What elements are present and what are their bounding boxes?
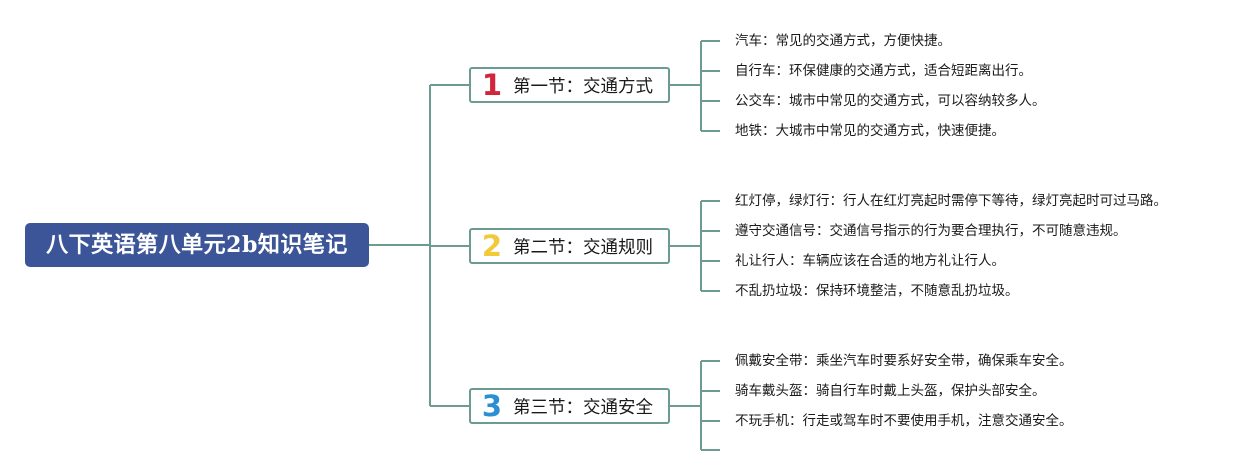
leaf-item-3-3: 不玩手机：行走或驾车时不要使用手机，注意交通安全。	[735, 413, 1073, 429]
leaf-item-1-2: 自行车：环保健康的交通方式，适合短距离出行。	[735, 63, 1032, 79]
section-title-2: 第二节：交通规则	[513, 237, 653, 258]
section-number-2: 2	[481, 229, 503, 263]
leaf-item-3-1: 佩戴安全带：乘坐汽车时要系好安全带，确保乘车安全。	[735, 353, 1073, 369]
section-node-2: 2 第二节：交通规则	[469, 228, 670, 264]
root-title: 八下英语第八单元2b知识笔记	[46, 232, 348, 258]
mindmap-root: 八下英语第八单元2b知识笔记	[25, 223, 369, 267]
section-number-3: 3	[481, 389, 503, 423]
section-node-1: 1 第一节：交通方式	[469, 67, 670, 103]
section-title-3: 第三节：交通安全	[513, 397, 653, 418]
leaf-item-3-2: 骑车戴头盔：骑自行车时戴上头盔，保护头部安全。	[735, 383, 1046, 399]
leaf-item-2-4: 不乱扔垃圾：保持环境整洁，不随意乱扔垃圾。	[735, 283, 1019, 299]
leaf-item-2-1: 红灯停，绿灯行：行人在红灯亮起时需停下等待，绿灯亮起时可过马路。	[735, 193, 1167, 209]
leaf-item-1-4: 地铁：大城市中常见的交通方式，快速便捷。	[735, 123, 1005, 139]
section-number-1: 1	[481, 68, 503, 102]
leaf-item-2-3: 礼让行人：车辆应该在合适的地方礼让行人。	[735, 253, 1005, 269]
leaf-item-1-1: 汽车：常见的交通方式，方便快捷。	[735, 33, 951, 49]
section-node-3: 3 第三节：交通安全	[469, 388, 670, 424]
leaf-item-1-3: 公交车：城市中常见的交通方式，可以容纳较多人。	[735, 93, 1046, 109]
section-title-1: 第一节：交通方式	[513, 76, 653, 97]
leaf-item-2-2: 遵守交通信号：交通信号指示的行为要合理执行，不可随意违规。	[735, 223, 1127, 239]
